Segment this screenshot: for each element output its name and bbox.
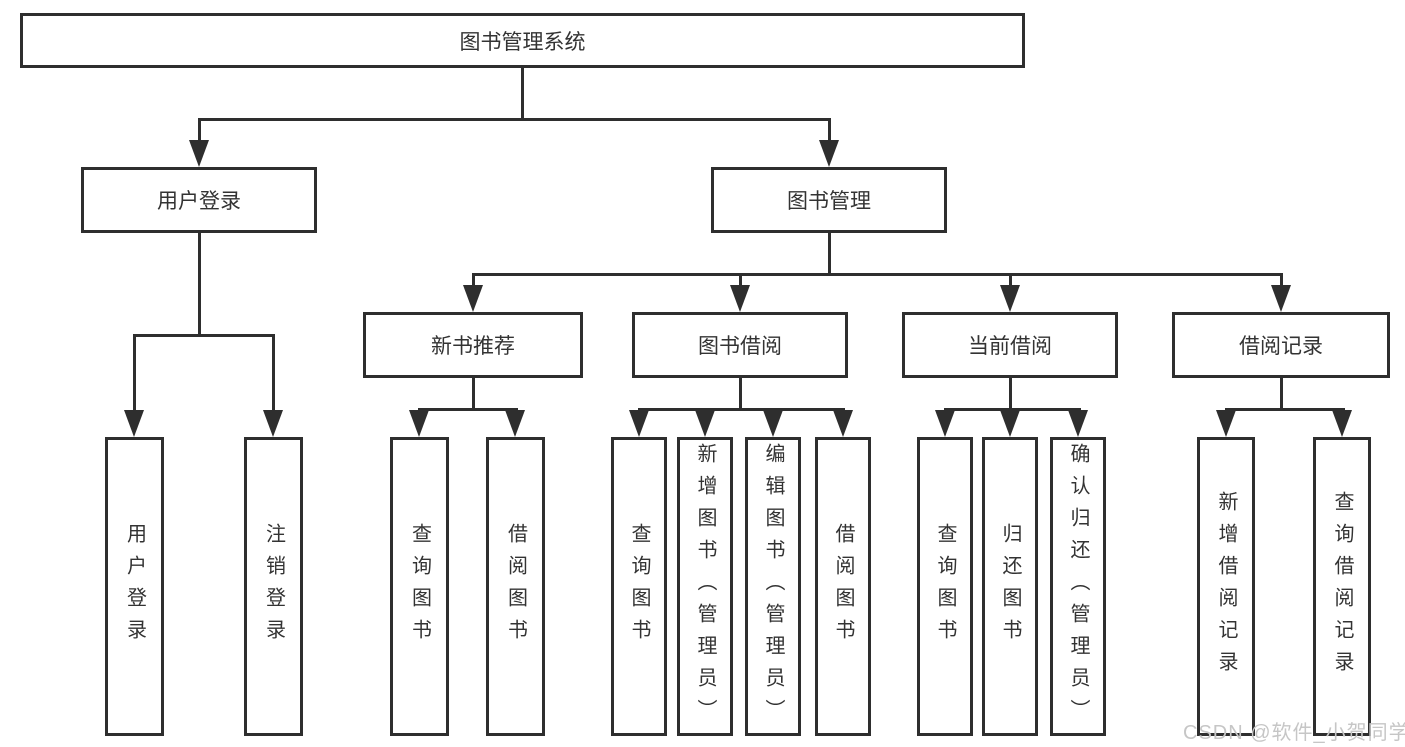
connector-line: [1009, 273, 1012, 287]
arrow-down-icon: [819, 140, 839, 167]
connector-line: [472, 273, 1283, 276]
arrow-down-icon: [505, 410, 525, 437]
arrow-down-icon: [1332, 410, 1352, 437]
connector-line: [1225, 408, 1345, 411]
node-library-management-system-label: 图书管理系统: [459, 30, 586, 54]
arrow-down-icon: [1271, 285, 1291, 312]
leaf-logout: 注销登录: [244, 437, 303, 736]
node-borrow-record: 借阅记录: [1172, 312, 1390, 378]
leaf-query-books-current: 查询图书: [917, 437, 973, 736]
arrow-down-icon: [730, 285, 750, 312]
connector-line: [198, 118, 831, 121]
leaf-query-books-current-label: 查询图书: [934, 522, 956, 651]
connector-line: [828, 233, 831, 276]
arrow-down-icon: [833, 410, 853, 437]
leaf-confirm-return-admin-label: 确认归还（管理员）: [1067, 442, 1089, 731]
leaf-borrow-books-label: 借阅图书: [832, 522, 854, 651]
leaf-add-books-admin-label: 新增图书（管理员）: [694, 442, 716, 731]
connector-line: [521, 68, 524, 121]
leaf-query-borrow-record-label: 查询借阅记录: [1331, 490, 1353, 683]
arrow-down-icon: [263, 410, 283, 437]
connector-line: [1280, 378, 1283, 411]
arrow-down-icon: [763, 410, 783, 437]
node-book-borrow-label: 图书借阅: [698, 335, 782, 358]
leaf-borrow-books-recommend-label: 借阅图书: [504, 522, 527, 651]
csdn-watermark: CSDN @软件_小贺同学: [1183, 722, 1405, 744]
leaf-add-books-admin: 新增图书（管理员）: [677, 437, 733, 736]
node-book-management: 图书管理: [711, 167, 947, 233]
connector-line: [272, 334, 275, 412]
leaf-return-books: 归还图书: [982, 437, 1038, 736]
leaf-query-books-recommend-label: 查询图书: [408, 522, 431, 651]
arrow-down-icon: [695, 410, 715, 437]
node-book-management-label: 图书管理: [787, 190, 871, 213]
arrow-down-icon: [1068, 410, 1088, 437]
connector-line: [133, 334, 275, 337]
arrow-down-icon: [189, 140, 209, 167]
leaf-query-books-recommend: 查询图书: [390, 437, 449, 736]
leaf-query-books-borrow: 查询图书: [611, 437, 667, 736]
arrow-down-icon: [463, 285, 483, 312]
arrow-down-icon: [1000, 285, 1020, 312]
node-current-borrow-label: 当前借阅: [968, 335, 1052, 358]
arrow-down-icon: [629, 410, 649, 437]
connector-line: [828, 118, 831, 142]
leaf-add-borrow-record-label: 新增借阅记录: [1215, 490, 1237, 683]
leaf-edit-books-admin-label: 编辑图书（管理员）: [762, 442, 784, 731]
connector-line: [198, 233, 201, 337]
node-user-login: 用户登录: [81, 167, 317, 233]
leaf-user-login: 用户登录: [105, 437, 164, 736]
connector-line: [739, 378, 742, 411]
connector-line: [418, 408, 518, 411]
node-current-borrow: 当前借阅: [902, 312, 1118, 378]
node-new-book-recommend-label: 新书推荐: [431, 335, 515, 358]
leaf-user-login-label: 用户登录: [123, 522, 146, 651]
leaf-borrow-books: 借阅图书: [815, 437, 871, 736]
leaf-borrow-books-recommend: 借阅图书: [486, 437, 545, 736]
leaf-edit-books-admin: 编辑图书（管理员）: [745, 437, 801, 736]
arrow-down-icon: [124, 410, 144, 437]
connector-line: [739, 273, 742, 287]
connector-line: [1280, 273, 1283, 287]
node-new-book-recommend: 新书推荐: [363, 312, 583, 378]
node-user-login-label: 用户登录: [157, 190, 241, 213]
leaf-query-borrow-record: 查询借阅记录: [1313, 437, 1371, 736]
leaf-confirm-return-admin: 确认归还（管理员）: [1050, 437, 1106, 736]
node-book-borrow: 图书借阅: [632, 312, 848, 378]
connector-line: [472, 273, 475, 287]
leaf-logout-label: 注销登录: [262, 522, 285, 651]
node-borrow-record-label: 借阅记录: [1239, 335, 1323, 358]
connector-line: [638, 408, 845, 411]
arrow-down-icon: [409, 410, 429, 437]
leaf-return-books-label: 归还图书: [999, 522, 1021, 651]
arrow-down-icon: [1000, 410, 1020, 437]
arrow-down-icon: [1216, 410, 1236, 437]
connector-line: [198, 118, 201, 142]
node-library-management-system: 图书管理系统: [20, 13, 1025, 68]
connector-line: [944, 408, 1081, 411]
arrow-down-icon: [935, 410, 955, 437]
connector-line: [1009, 378, 1012, 411]
connector-line: [472, 378, 475, 411]
leaf-add-borrow-record: 新增借阅记录: [1197, 437, 1255, 736]
leaf-query-books-borrow-label: 查询图书: [628, 522, 650, 651]
connector-line: [133, 334, 136, 412]
